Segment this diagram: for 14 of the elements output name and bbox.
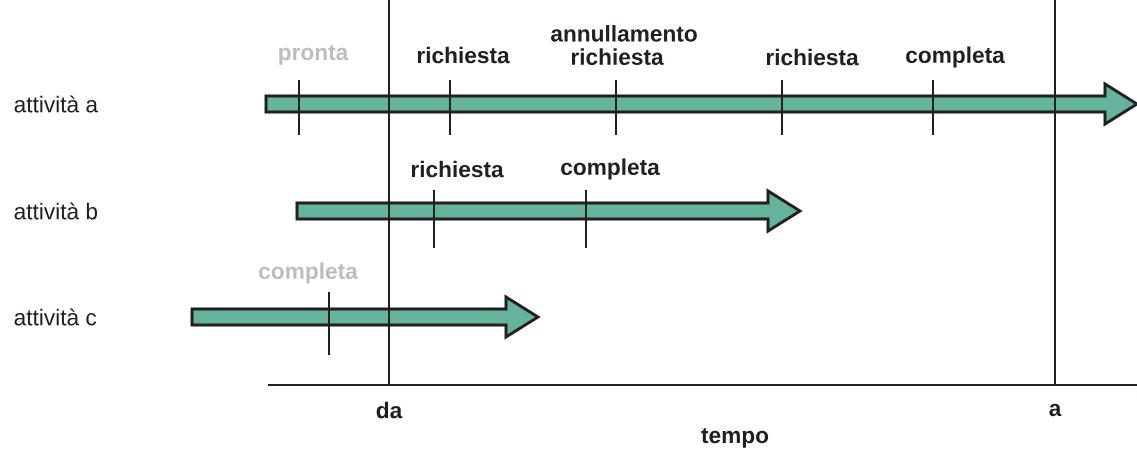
- event-label: completa: [561, 158, 660, 180]
- event-label: richiesta: [766, 48, 859, 66]
- axis-label: tempo: [701, 428, 769, 448]
- event-label: completa: [259, 262, 358, 284]
- event-label: annullamento richiesta: [551, 25, 697, 65]
- axis-label: da: [376, 401, 403, 419]
- activity-label: attività c: [14, 308, 97, 326]
- event-label: completa: [906, 46, 1005, 68]
- activity-label: attività a: [14, 95, 98, 113]
- activity-label: attività b: [14, 202, 98, 220]
- event-label: pronta: [279, 45, 349, 65]
- axis-label: a: [1049, 403, 1062, 417]
- event-label: richiesta: [417, 46, 510, 64]
- event-label: richiesta: [411, 160, 504, 178]
